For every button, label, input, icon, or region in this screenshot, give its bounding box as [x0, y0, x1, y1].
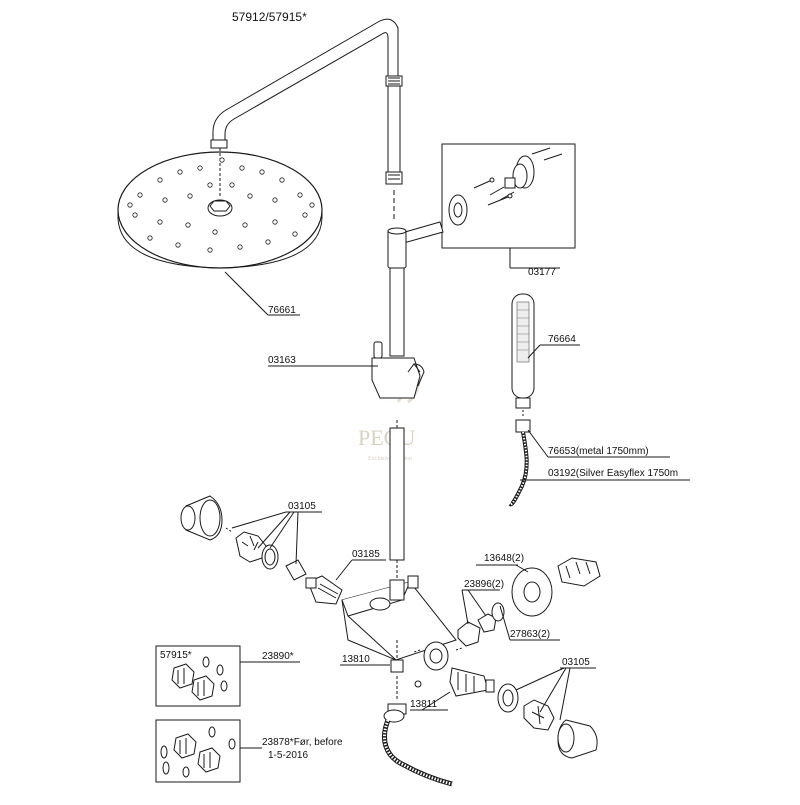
box2-date: 1-5-2016	[268, 750, 308, 761]
label-hand-shower: 76664	[548, 334, 576, 345]
label-handle-right: 03105	[562, 657, 590, 668]
label-cap-right: 13648(2)	[484, 553, 524, 564]
left-handle-assembly	[180, 495, 307, 581]
watermark-brand: PEGU	[358, 425, 416, 450]
label-hose-silver: 03192(Silver Easyflex 1750m	[548, 468, 678, 479]
right-handle-assembly	[497, 683, 598, 759]
label-head: 76661	[268, 305, 296, 316]
riser-rail	[387, 227, 407, 578]
right-cartridge	[449, 667, 495, 697]
label-spout: 13810	[342, 654, 370, 665]
bottom-outlet	[387, 640, 407, 715]
hand-shower	[511, 293, 535, 418]
thermostat-body	[341, 575, 463, 688]
label-washer-right: 27863(2)	[510, 629, 550, 640]
label-handle-left: 03105	[288, 501, 316, 512]
right-fittings	[457, 557, 601, 647]
shower-arm	[210, 18, 403, 222]
label-cartridge: 03185	[352, 549, 380, 560]
wall-bracket-box: 03177	[441, 143, 576, 278]
shower-head	[117, 148, 323, 269]
left-cartridge	[305, 575, 343, 605]
bottom-hose	[382, 709, 453, 787]
diagram-title: 57912/57915*	[232, 10, 307, 24]
slider-bracket	[371, 341, 425, 399]
label-fitting-right: 23896(2)	[464, 579, 504, 590]
label-slider: 03163	[268, 355, 296, 366]
box1-code: 23890*	[262, 651, 294, 662]
box1-tag: 57915*	[160, 650, 192, 661]
label-hose-metal: 76653(metal 1750mm)	[548, 446, 649, 457]
kit-box-23878: 23878*Før, before 1-5-2016	[155, 719, 343, 783]
kit-box-57915: 57915* 23890*	[155, 645, 300, 707]
box2-code: 23878*Før, before	[262, 737, 343, 748]
label-cartridge-bottom: 13811	[410, 699, 438, 710]
label-wall-bracket: 03177	[528, 267, 556, 278]
shower-hose	[508, 419, 531, 507]
